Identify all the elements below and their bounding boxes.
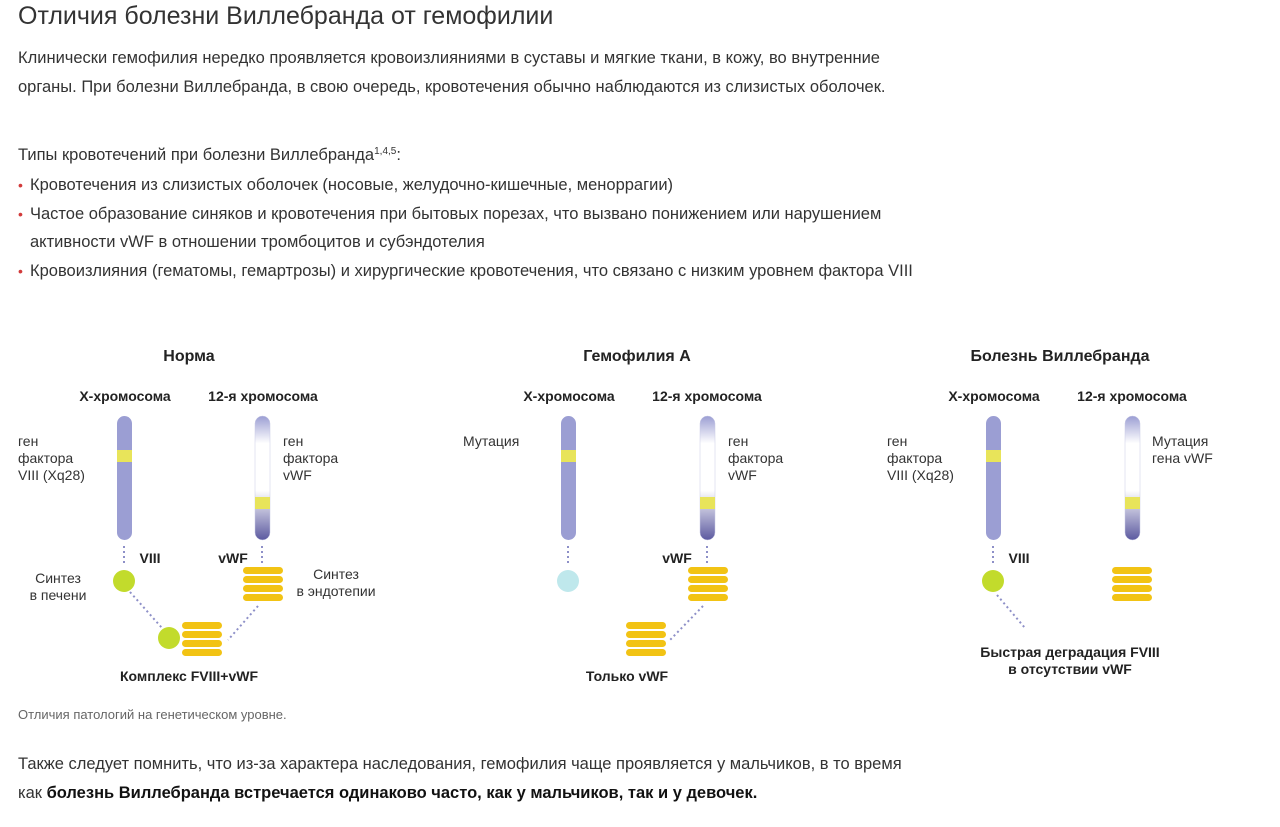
figure-caption: Отличия патологий на генетическом уровне… (18, 707, 287, 722)
vwd-vwf-stack (1112, 567, 1152, 601)
hemo-x-chromosome (561, 416, 576, 540)
page-title: Отличия болезни Виллебранда от гемофилии (18, 2, 554, 30)
vwd-heading: Болезнь Виллебранда (970, 348, 1150, 365)
inheritance-bold-text: болезнь Виллебранда встречается одинаков… (46, 784, 758, 802)
norma-viii-label: VIII (139, 550, 161, 566)
hemo-only-vwf-label: Только vWF (585, 668, 669, 684)
list-item: Кровотечения из слизистых оболочек (носо… (18, 171, 918, 200)
hemo-mutation-label: Мутация (463, 433, 520, 449)
inheritance-paragraph: Также следует помнить, что из-за характе… (18, 750, 918, 808)
norma-x-band (117, 450, 132, 462)
norma-x-chrom-label: X-хромосома (79, 388, 171, 404)
norma-fviii-dot (113, 570, 135, 592)
vwd-fviii-dot (982, 570, 1004, 592)
types-label-text: Типы кровотечений при болезни Виллебранд… (18, 146, 375, 164)
norma-heading: Норма (163, 348, 215, 365)
norma-complex-label: Комплекс FVIII+vWF (119, 668, 259, 684)
norma-complex-dot (158, 627, 180, 649)
types-references[interactable]: 1,4,5 (374, 146, 397, 157)
hemo-only-vwf-stack (626, 622, 666, 656)
list-item: Кровоизлияния (гематомы, гемартрозы) и х… (18, 257, 918, 286)
hemo-x-band (561, 450, 576, 462)
vwd-x-chromosome (986, 416, 1001, 540)
hemo-genevwf-label: ген фактора vWF (728, 433, 784, 483)
norma-gene8-label: ген фактора VIII (Xq28) (18, 433, 85, 483)
bleeding-types-list: Кровотечения из слизистых оболочек (носо… (18, 171, 918, 285)
bleeding-types-label: Типы кровотечений при болезни Виллебранд… (18, 137, 401, 170)
vwd-x-chrom-label: X-хромосома (948, 388, 1040, 404)
hemo-heading: Гемофилия А (583, 348, 691, 365)
norma-chr12-label: 12-я хромосома (208, 388, 318, 404)
vwd-degradation-label: Быстрая деградация FVIII в отсутствии vW… (980, 644, 1160, 677)
norma-chr12 (254, 415, 271, 541)
vwd-x-band (986, 450, 1001, 462)
inheritance-text: Также следует помнить, что из-за характе… (18, 755, 902, 802)
hemo-mutant-dot (557, 570, 579, 592)
vwd-chr12-label: 12-я хромосома (1077, 388, 1187, 404)
hemo-vwf-label: vWF (662, 550, 692, 566)
types-colon: : (396, 146, 401, 164)
vwd-chr12 (1124, 415, 1141, 541)
norma-genevwf-label: ген фактора vWF (283, 433, 339, 483)
vwd-chr12-band (1125, 497, 1140, 509)
intro-paragraph: Клинически гемофилия нередко проявляется… (18, 49, 886, 96)
vwd-mutation-label: Мутация гена vWF (1152, 433, 1213, 466)
norma-chr12-band (255, 497, 270, 509)
diagram-graphics (113, 415, 1152, 656)
norma-synth-endo: Синтез в эндотепии (296, 566, 376, 599)
hemo-vwf-stack (688, 567, 728, 601)
hemo-x-chrom-label: X-хромосома (523, 388, 615, 404)
hemo-chr12 (699, 415, 716, 541)
norma-x-chromosome (117, 416, 132, 540)
norma-vwf-stack (243, 567, 283, 601)
vwd-viii-label: VIII (1008, 550, 1030, 566)
hemo-chr12-label: 12-я хромосома (652, 388, 762, 404)
norma-complex-stack (182, 622, 222, 656)
norma-vwf-label: vWF (218, 550, 248, 566)
hemo-chr12-band (700, 497, 715, 509)
genetic-diagram: Норма X-хромосома 12-я хромосома ген фак… (0, 330, 1280, 700)
norma-synth-liver: Синтез в печени (29, 570, 87, 603)
list-item: Частое образование синяков и кровотечени… (18, 200, 918, 257)
vwd-gene8-label: ген фактора VIII (Xq28) (887, 433, 954, 483)
